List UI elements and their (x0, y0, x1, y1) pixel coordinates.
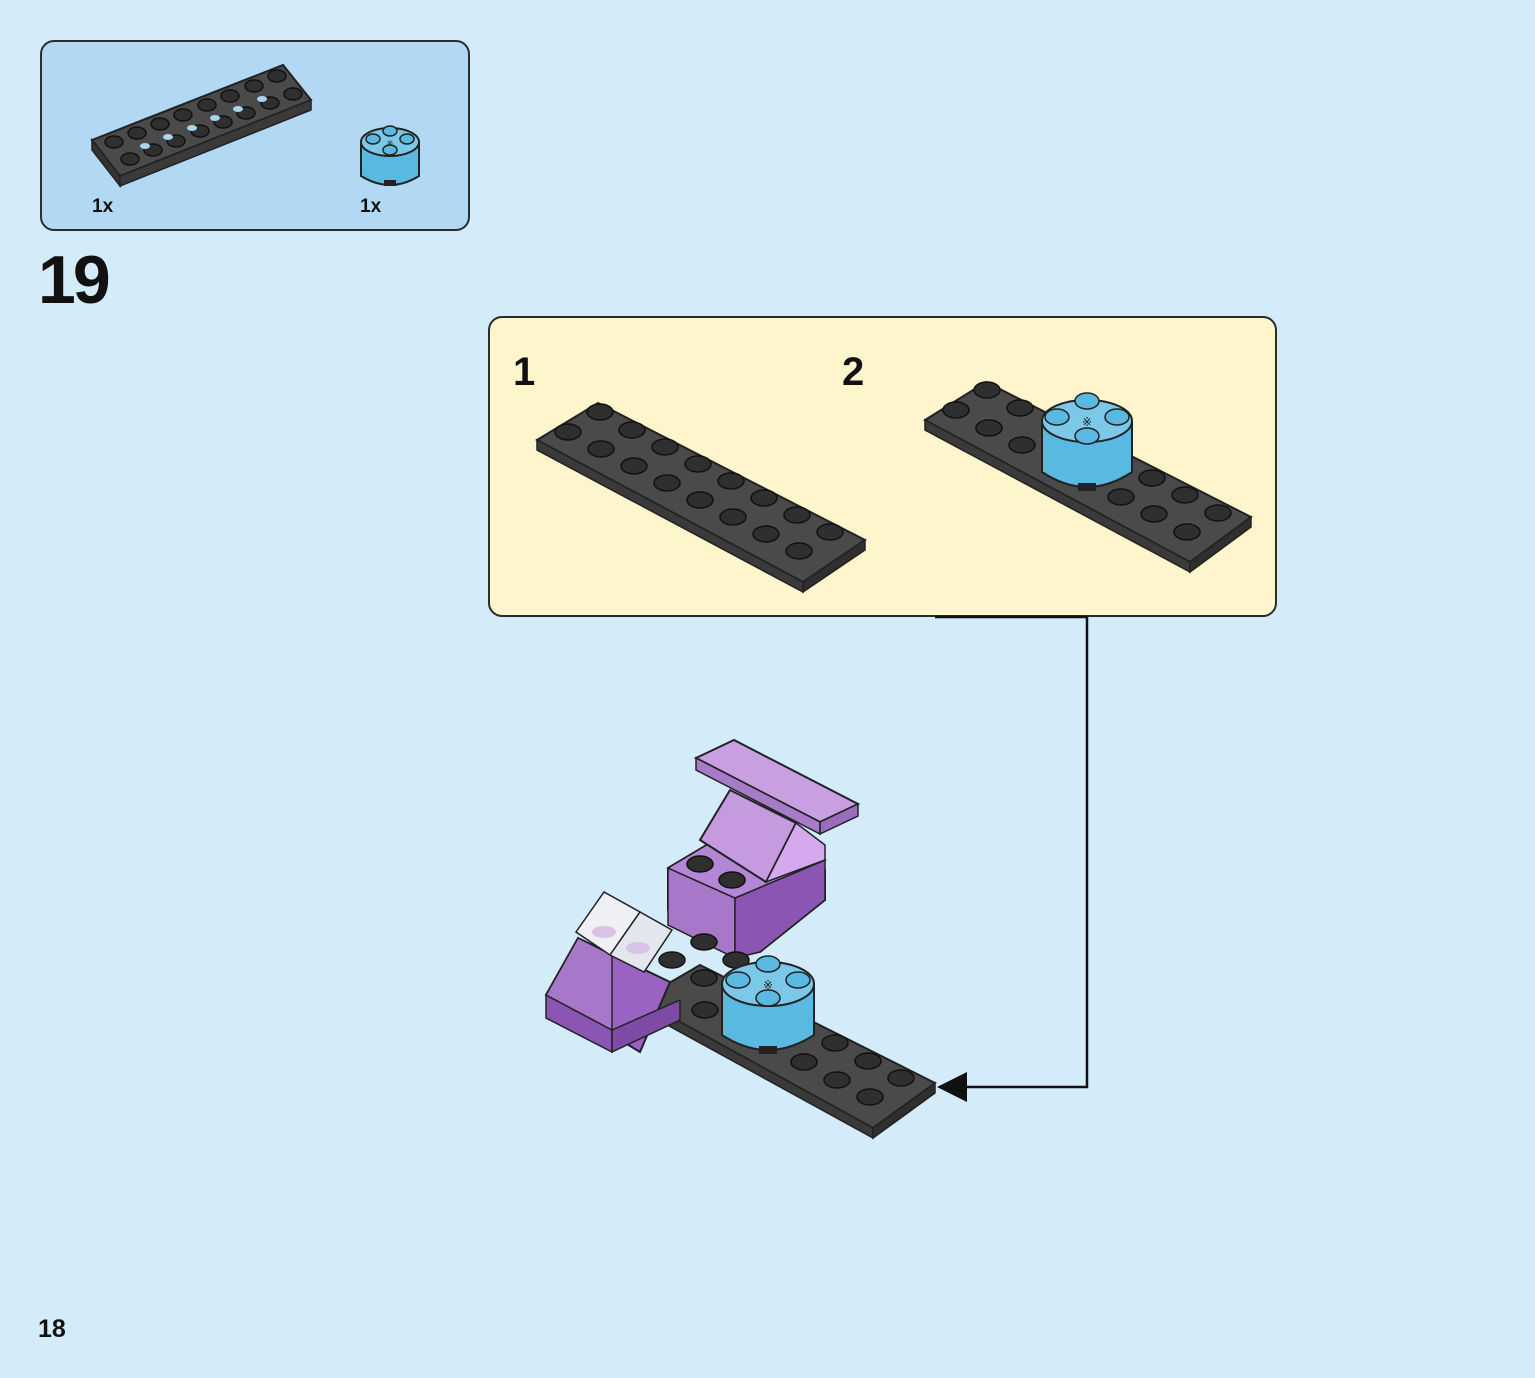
svg-text:※: ※ (387, 139, 394, 148)
page-number: 18 (38, 1315, 66, 1343)
part-2-quantity: 1x (360, 196, 382, 217)
substep-2-label: 2 (842, 350, 865, 394)
part-1-quantity: 1x (92, 196, 114, 217)
light-blue-round-brick-2x2-icon: ※ (360, 125, 420, 186)
substep-2-assembly: ※ (923, 380, 1253, 574)
substep-1-label: 1 (513, 350, 536, 394)
step-number: 19 (38, 242, 111, 318)
substep-1-plate (534, 401, 867, 594)
svg-text:※: ※ (763, 978, 773, 992)
dark-gray-plate-2x8-icon (90, 63, 313, 189)
svg-text:※: ※ (1082, 415, 1092, 429)
main-model: ※ (544, 738, 937, 1140)
attach-arrow (935, 615, 1089, 1102)
